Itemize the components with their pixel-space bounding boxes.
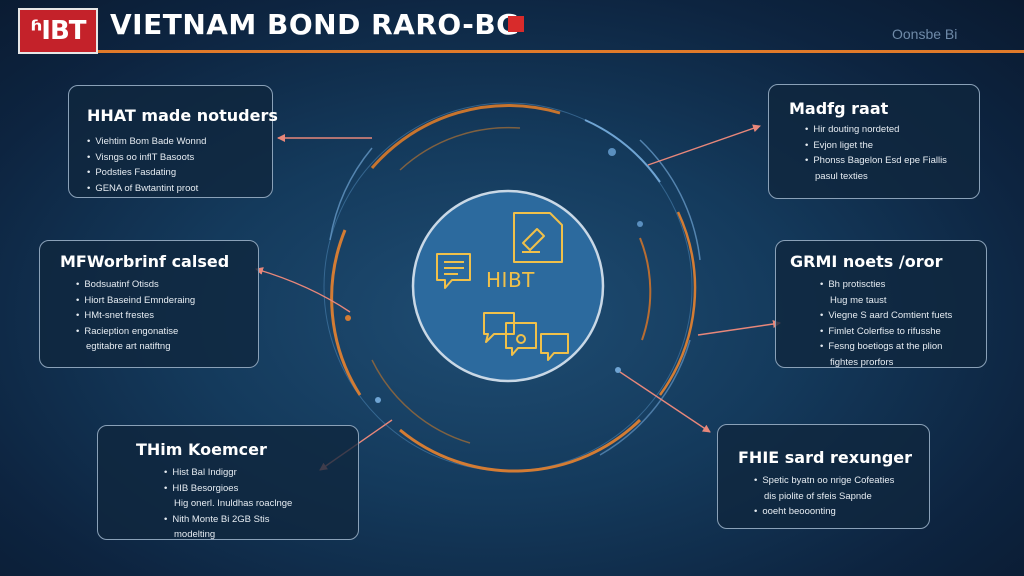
ring-nodes	[345, 148, 643, 403]
info-card-mid-left: MFWorbrinf calsed Bodsuatinf OtisdsHiort…	[39, 240, 259, 368]
card-list-item: pasul texties	[815, 170, 868, 182]
info-card-bottom-right: FHIE sard rexunger Spetic byatn oo nrige…	[717, 424, 930, 529]
card-list-item: egtitabre art natiftng	[86, 341, 171, 352]
card-list-item: Hug me taust	[830, 294, 887, 306]
card-list-item: Visngs oo inflT Basoots	[87, 150, 272, 166]
brand-logo: ʱIBT	[18, 8, 98, 54]
outer-ring	[323, 102, 701, 473]
card-title: HHAT made notuders	[87, 106, 278, 125]
card-title: FHIE sard rexunger	[738, 448, 913, 467]
page-title: VIETNAM BOND RARO-BG	[110, 8, 520, 41]
card-list-item: HMt-snet frestes	[76, 308, 258, 324]
card-list-item: Viehtim Bom Bade Wonnd	[87, 134, 272, 150]
card-list-item: Fesng boetiogs at the plion	[820, 339, 986, 355]
hub-label: HIBT	[486, 268, 535, 292]
card-list: Viehtim Bom Bade WonndVisngs oo inflT Ba…	[87, 134, 272, 196]
title-marker-square	[508, 16, 524, 32]
info-card-top-left: HHAT made notuders Viehtim Bom Bade Wonn…	[68, 85, 278, 198]
card-title: Madfg raat	[789, 99, 889, 118]
card-list-item: GENA of Bwtantint proot	[87, 181, 272, 197]
chat-bubbles-icon	[483, 312, 569, 361]
info-card-bottom-left: THim Koemcer Hist Bal IndiggrHIB Besorgi…	[97, 425, 359, 540]
card-title: THim Koemcer	[136, 440, 267, 459]
card-list-item: Phonss Bagelon Esd epe Fiallis	[805, 153, 979, 169]
card-list: Hir douting nordetedEvjon liget thePhons…	[789, 122, 979, 184]
card-list-item: Evjon liget the	[805, 138, 979, 154]
card-list-item: dis piolite of sfeis Sapnde	[764, 490, 872, 502]
card-list-item: HIB Besorgioes	[164, 481, 358, 497]
connector-arrows	[255, 124, 781, 471]
card-list-item: Fimlet Colerfise to rifusshe	[820, 324, 986, 340]
header-subtitle: Oonsbe Bi	[892, 26, 958, 42]
card-list-item: Hiort Baseind Emnderaing	[76, 293, 258, 309]
header: ʱIBT VIETNAM BOND RARO-BG Oonsbe Bi	[0, 0, 1024, 54]
card-list-item: modelting	[174, 529, 216, 540]
card-title: GRMI noets /oror	[790, 252, 943, 271]
card-list-item: Viegne S aard Comtient fuets	[820, 308, 986, 324]
card-list-item: Nith Monte Bi 2GB Stis	[164, 512, 358, 528]
card-list-item: Hist Bal Indiggr	[164, 465, 358, 481]
card-list-item: Racieption engonatise	[76, 324, 258, 340]
card-list-item: Bh protiscties	[820, 277, 986, 293]
chat-calendar-icon	[436, 253, 471, 289]
header-divider	[98, 50, 1024, 53]
card-list-item: Bodsuatinf Otisds	[76, 277, 258, 293]
document-edit-icon	[513, 212, 563, 263]
info-card-top-right: Madfg raat Hir douting nordetedEvjon lig…	[768, 84, 980, 199]
card-list-item: Hig onerl. Inuldhas roaclnge	[174, 498, 293, 509]
card-title: MFWorbrinf calsed	[60, 252, 230, 271]
card-list-item: Podsties Fasdating	[87, 165, 272, 181]
card-list-item: ooeht beooonting	[754, 504, 929, 520]
card-list-item: Hir douting nordeted	[805, 122, 979, 138]
card-list: Bodsuatinf OtisdsHiort Baseind Emnderain…	[52, 277, 258, 355]
card-list-item: Spetic byatn oo nrige Cofeaties	[754, 473, 929, 489]
card-list-item: fightes prorfors	[830, 356, 894, 368]
